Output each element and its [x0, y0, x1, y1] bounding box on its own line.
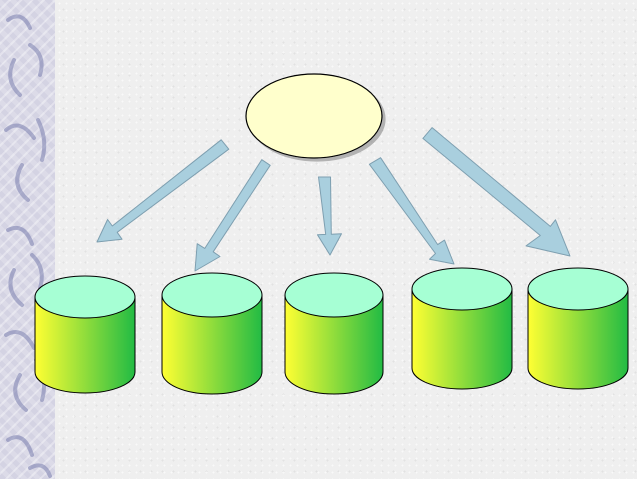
arrow-to-database-4 — [368, 157, 455, 265]
database-1-body — [34, 296, 136, 394]
database-2-body — [161, 294, 263, 395]
database-1-top — [34, 275, 136, 319]
side-strip-swirl — [28, 463, 52, 478]
side-strip-swirl — [4, 330, 36, 350]
database-2 — [161, 272, 263, 395]
arrow-to-database-5 — [422, 127, 571, 257]
side-strip-swirl — [8, 58, 22, 97]
side-strip-swirl — [6, 14, 32, 30]
side-strip-swirl — [4, 123, 36, 140]
databases-group — [34, 267, 629, 395]
database-4-top — [411, 267, 513, 311]
side-strip-swirl — [6, 435, 34, 457]
database-5-top — [527, 267, 629, 311]
side-strip-swirl — [36, 118, 47, 162]
arrow-to-database-3 — [317, 176, 342, 256]
database-2-top — [161, 272, 263, 318]
database-3-top — [284, 272, 384, 318]
root-node — [245, 73, 383, 159]
side-strip-swirl — [8, 268, 24, 307]
database-5-body — [527, 288, 629, 390]
arrow-to-database-2 — [194, 159, 271, 272]
database-3-body — [284, 294, 384, 395]
database-3 — [284, 272, 384, 395]
database-1 — [34, 275, 136, 394]
root-ellipse — [245, 73, 383, 159]
arrows-group — [96, 127, 571, 272]
database-4 — [411, 267, 513, 390]
database-4-body — [411, 288, 513, 390]
side-strip-swirl — [13, 373, 28, 412]
database-5 — [527, 267, 629, 390]
side-strip-swirl — [6, 225, 34, 246]
arrow-to-database-1 — [96, 139, 230, 243]
side-strip-swirl — [15, 163, 30, 202]
side-strip-swirl — [28, 43, 44, 77]
side-strip-swirl — [30, 253, 44, 290]
decorative-side-strip — [0, 0, 55, 479]
